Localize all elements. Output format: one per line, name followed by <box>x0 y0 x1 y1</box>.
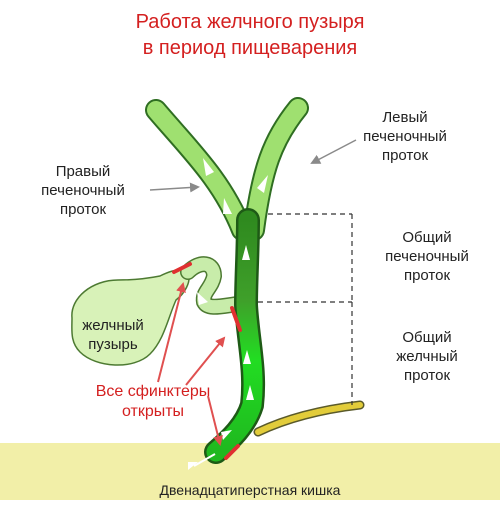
label-common-bile-line2: желчный <box>396 348 458 365</box>
sphincter-cystic <box>172 262 192 274</box>
pointer-sphincter-duct <box>185 336 226 386</box>
pointer-sphincter-cystic <box>157 282 186 383</box>
pointer-sphincter-ampulla <box>207 395 223 446</box>
label-common-bile-line3: проток <box>403 367 451 384</box>
label-left-hepatic-line3: проток <box>381 147 429 164</box>
label-left-hepatic-duct: Левый печеночный проток <box>340 108 470 165</box>
label-gallbladder: желчный пузырь <box>58 316 168 354</box>
label-common-hepatic-line2: печеночный <box>385 248 469 265</box>
label-common-hepatic-duct: Общий печеночный проток <box>362 228 492 285</box>
label-sphincters-line2: открыты <box>121 403 185 420</box>
label-left-hepatic-line1: Левый <box>382 109 428 126</box>
label-sphincters-line1: Все сфинктеры <box>95 383 211 400</box>
label-common-bile-duct: Общий желчный проток <box>362 328 492 385</box>
label-right-hepatic-line3: проток <box>59 201 107 218</box>
duct-brackets <box>258 213 353 405</box>
label-sphincters-open: Все сфинктеры открыты <box>68 382 238 422</box>
label-left-hepatic-line2: печеночный <box>363 128 447 145</box>
label-common-hepatic-line1: Общий <box>402 229 452 246</box>
label-right-hepatic-line2: печеночный <box>41 182 125 199</box>
diagram-title-line1: Работа желчного пузыря <box>135 11 365 33</box>
label-right-hepatic-duct: Правый печеночный проток <box>18 162 148 219</box>
flow-arrows <box>188 158 268 470</box>
label-gallbladder-line1: желчный <box>82 317 144 334</box>
pointer-left-hepatic <box>310 139 357 164</box>
sphincter-ampulla <box>224 444 240 460</box>
sphincter-duct <box>230 306 242 332</box>
label-common-hepatic-line3: проток <box>403 267 451 284</box>
label-right-hepatic-line1: Правый <box>55 163 111 180</box>
pointer-right-hepatic <box>149 182 200 193</box>
diagram-title-line2: в период пищеварения <box>142 37 358 59</box>
label-gallbladder-line2: пузырь <box>88 336 138 353</box>
label-duodenum: Двенадцатиперстная кишка <box>159 482 341 498</box>
label-common-bile-line1: Общий <box>402 329 452 346</box>
duodenum <box>0 443 500 500</box>
